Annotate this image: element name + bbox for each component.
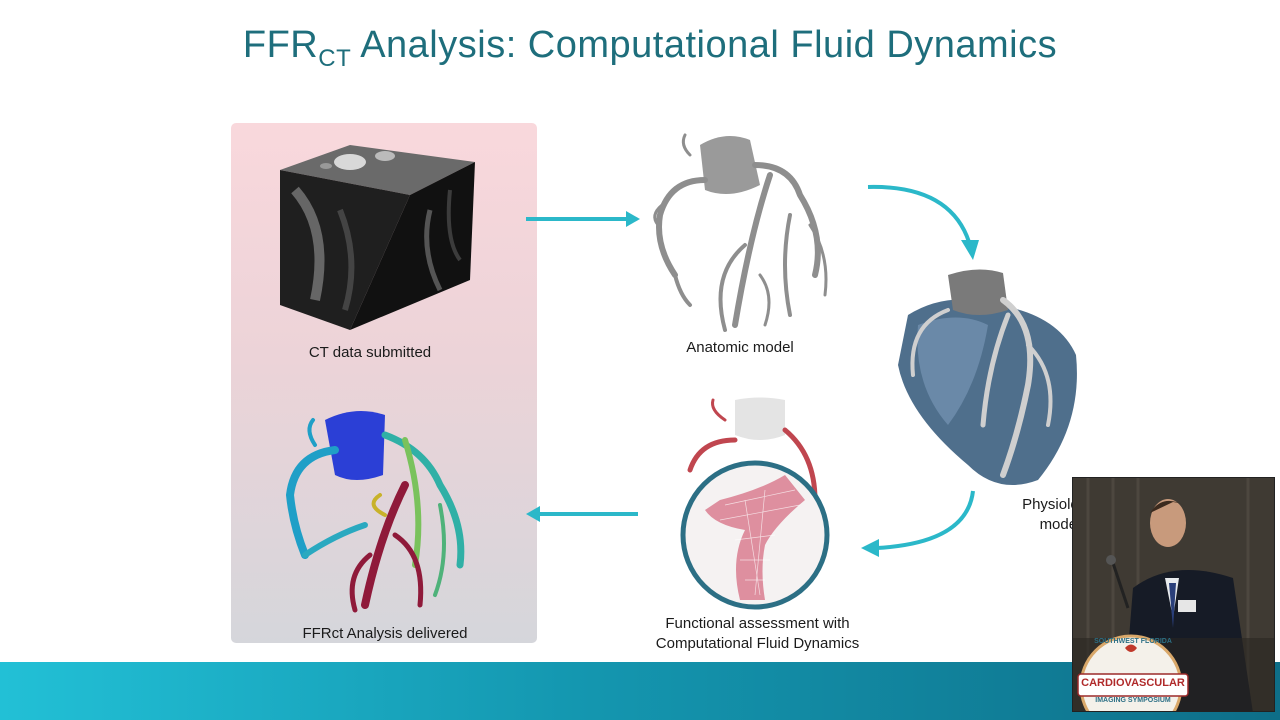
arrow-right-icon <box>526 211 640 227</box>
curved-arrow-down-icon <box>867 184 979 260</box>
speaker-video-overlay: SOUTHWEST FLORIDA CARDIOVASCULAR IMAGING… <box>1072 477 1275 712</box>
ffrct-colored-model-image <box>285 411 465 613</box>
caption-anatomic: Anatomic model <box>686 339 794 356</box>
title-rest: Analysis: Computational Fluid Dynamics <box>351 24 1058 66</box>
logo-main-text: CARDIOVASCULAR <box>1081 677 1185 689</box>
cfd-mesh-image <box>680 397 830 610</box>
footer-band <box>0 662 1280 720</box>
arrow-left-icon <box>526 506 638 522</box>
caption-physiologic-line2: model <box>1039 516 1081 533</box>
caption-functional: Functional assessment with Computational… <box>630 614 885 654</box>
speaker-scene-image <box>1073 478 1274 711</box>
physiologic-model-image <box>898 269 1077 485</box>
logo-bottom-text: IMAGING SYMPOSIUM <box>1095 697 1171 704</box>
title-subscript: CT <box>318 45 352 72</box>
slide-title: FFRCT Analysis: Computational Fluid Dyna… <box>0 24 1280 73</box>
anatomic-model-image <box>653 133 828 332</box>
ct-cube-image <box>280 145 475 330</box>
curved-arrow-left-icon <box>861 490 975 557</box>
caption-ct-data: CT data submitted <box>308 344 432 361</box>
logo-top-text: SOUTHWEST FLORIDA <box>1094 638 1172 645</box>
caption-functional-line2: Computational Fluid Dynamics <box>655 635 860 652</box>
caption-ffrct: FFRct Analysis delivered <box>302 625 468 642</box>
caption-functional-line1: Functional assessment with <box>665 615 850 632</box>
title-ffr: FFR <box>242 24 319 66</box>
